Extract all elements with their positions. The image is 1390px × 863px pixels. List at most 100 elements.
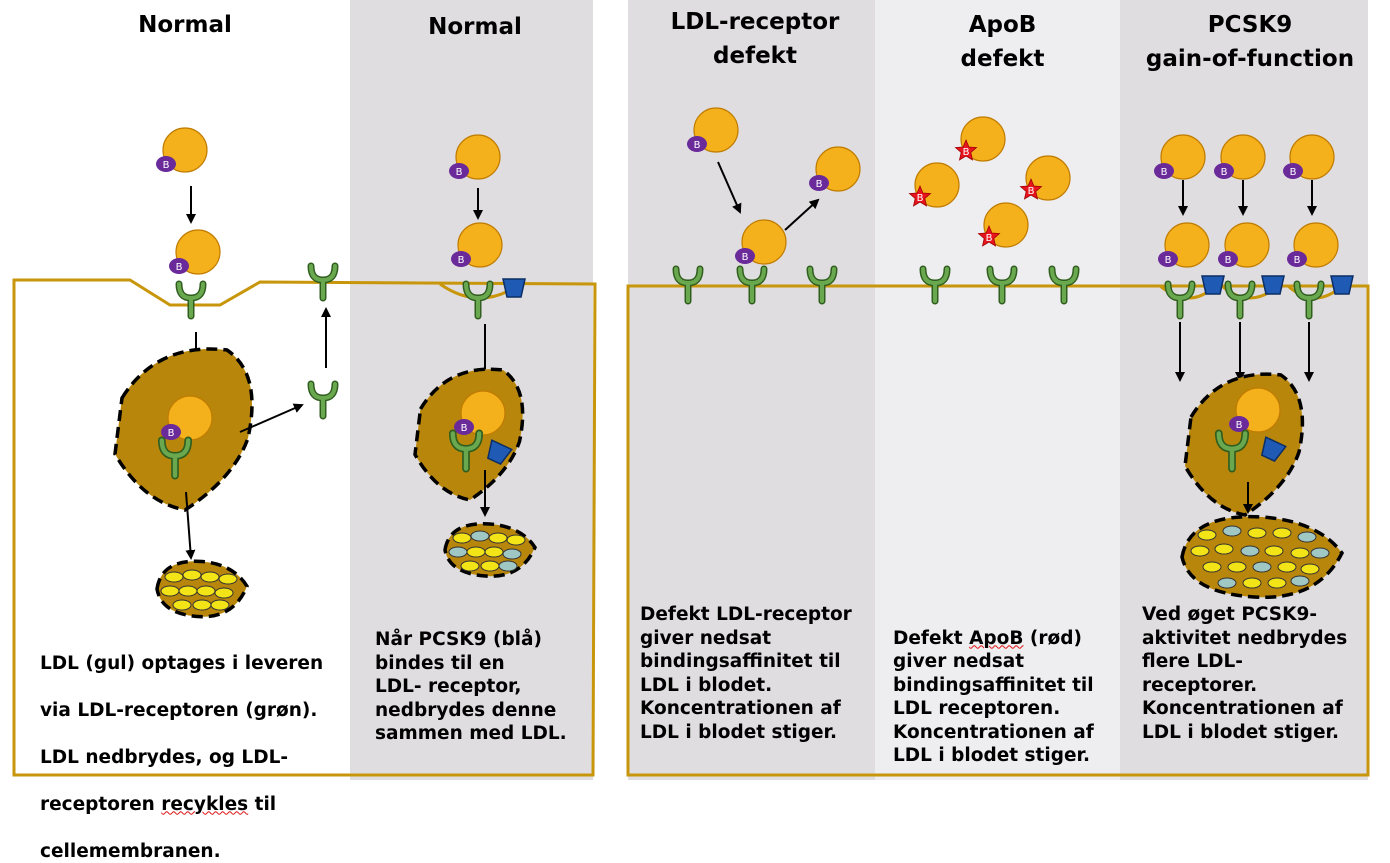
apob-label: B (456, 167, 463, 178)
arrow (717, 161, 742, 214)
title-normal-1: Normal (138, 12, 232, 38)
lysosome-fragment (1240, 545, 1260, 557)
apob-marker (449, 163, 469, 179)
ldl-receptor (806, 265, 838, 305)
lysosome-fragment (218, 573, 238, 585)
apob-label: B (1221, 167, 1228, 178)
lysosome-fragment (484, 546, 504, 558)
caption-normal-1-line-2: via LDL-receptoren (grøn). (40, 699, 318, 721)
lysosome-fragment (196, 585, 216, 597)
ldl-particle: B (1218, 222, 1270, 268)
apob-marker (1283, 163, 1303, 179)
lysosome-fragment (452, 532, 472, 544)
arrow (239, 403, 304, 433)
pcsk9-icon (1330, 275, 1354, 295)
ldl-particle: B (451, 222, 503, 268)
ldl-receptor (1164, 280, 1196, 320)
ldl-receptor (175, 280, 207, 320)
lysosome-fragment (1197, 529, 1217, 541)
pcsk9-icon (486, 439, 513, 466)
lysosome-fragment (1277, 561, 1297, 573)
ldl-receptor (736, 265, 768, 305)
ldl-particle: B (1229, 387, 1281, 433)
ldl-particle: B (454, 390, 506, 436)
pcsk9-icon (1260, 436, 1287, 463)
caption-normal-1-line-4b: til (248, 793, 277, 815)
lysosome-fragment (178, 585, 198, 597)
apob-marker (156, 156, 176, 172)
cell-membrane-right (626, 284, 1370, 777)
apob-marker (1229, 416, 1249, 432)
lysosome-fragment (470, 530, 490, 542)
ldl-receptor (672, 265, 704, 305)
lysosome-fragment (1300, 563, 1320, 575)
ldl-particle: B (1214, 134, 1266, 180)
ldl-particle: B (449, 134, 501, 180)
apob-label: B (1165, 255, 1172, 266)
lysosome-fragment (1222, 525, 1242, 537)
lysosome-fragment (1217, 577, 1237, 589)
ldl-particle: B (169, 229, 221, 275)
lysosome-fragment (160, 585, 180, 597)
title-pcsk9-gof: PCSK9 gain-of-function (1145, 12, 1355, 72)
apob-label: B (176, 262, 183, 273)
lysosome-fragment (1227, 561, 1247, 573)
lysosome-fragment (1190, 545, 1210, 557)
ldl-receptor (462, 280, 494, 320)
apob-defect-star (908, 184, 932, 207)
lysosome-fragment (214, 587, 234, 599)
apob-marker (735, 248, 755, 264)
caption-apob-defect-misspelled-word: ApoB (969, 627, 1024, 649)
lysosome-fragment (1297, 531, 1317, 543)
caption-apob-defect: Defekt ApoB (rød) giver nedsat bindingsa… (893, 603, 1118, 768)
lysosome-fragment (488, 532, 508, 544)
arrow (185, 491, 196, 560)
title-normal-2: Normal (428, 14, 522, 40)
lysosome-fragment (498, 560, 518, 572)
ldl-particle-defect: B (977, 202, 1029, 248)
ldl-particle: B (1154, 134, 1206, 180)
lysosome-fragment (1310, 547, 1330, 559)
apob-label: B (1028, 186, 1035, 197)
apob-label: B (163, 160, 170, 171)
apob-marker (169, 258, 189, 274)
lysosome-fragment (1202, 561, 1222, 573)
lysosome-fragment (1290, 547, 1310, 559)
caption-pcsk9-gof: Ved øget PCSK9- aktivitet nedbrydes fler… (1142, 604, 1348, 743)
caption-normal-1-line-1: LDL (gul) optages i leveren (40, 652, 324, 674)
lysosome-fragment (182, 569, 202, 581)
title-ldl-receptor-defect: LDL-receptor defekt (670, 9, 840, 69)
lysosome-fragment (1290, 575, 1310, 587)
apob-label: B (694, 140, 701, 151)
apob-marker (451, 251, 471, 267)
ldl-receptor (448, 429, 484, 473)
apob-marker (161, 424, 181, 440)
apob-marker (687, 136, 707, 152)
caption-normal-1: LDL (gul) optages i leveren via LDL-rece… (40, 628, 340, 863)
pcsk9-icon (1261, 275, 1285, 295)
lysosome-fragment (506, 534, 526, 546)
ldl-receptor (1224, 280, 1256, 320)
apob-label: B (1236, 420, 1243, 431)
apob-label: B (1225, 255, 1232, 266)
apob-marker (454, 419, 474, 435)
apob-defect-star (954, 138, 978, 161)
lysosome-fragment (200, 571, 220, 583)
apob-marker (1218, 251, 1238, 267)
apob-marker (1287, 251, 1307, 267)
ldl-receptor (157, 436, 193, 480)
ldl-particle: B (1287, 222, 1339, 268)
lysosome-fragment (480, 560, 500, 572)
apob-label: B (742, 252, 749, 263)
lysosome-fragment (1214, 543, 1234, 555)
ldl-particle: B (687, 107, 739, 153)
panel-gap (593, 0, 628, 780)
lysosome-fragment (1252, 561, 1272, 573)
apob-marker (809, 175, 829, 191)
ldl-particle-defect: B (908, 162, 960, 208)
lysosome-fragment (192, 599, 212, 611)
apob-label: B (168, 428, 175, 439)
apob-defect-star (977, 224, 1001, 247)
ldl-receptor (1293, 280, 1325, 320)
